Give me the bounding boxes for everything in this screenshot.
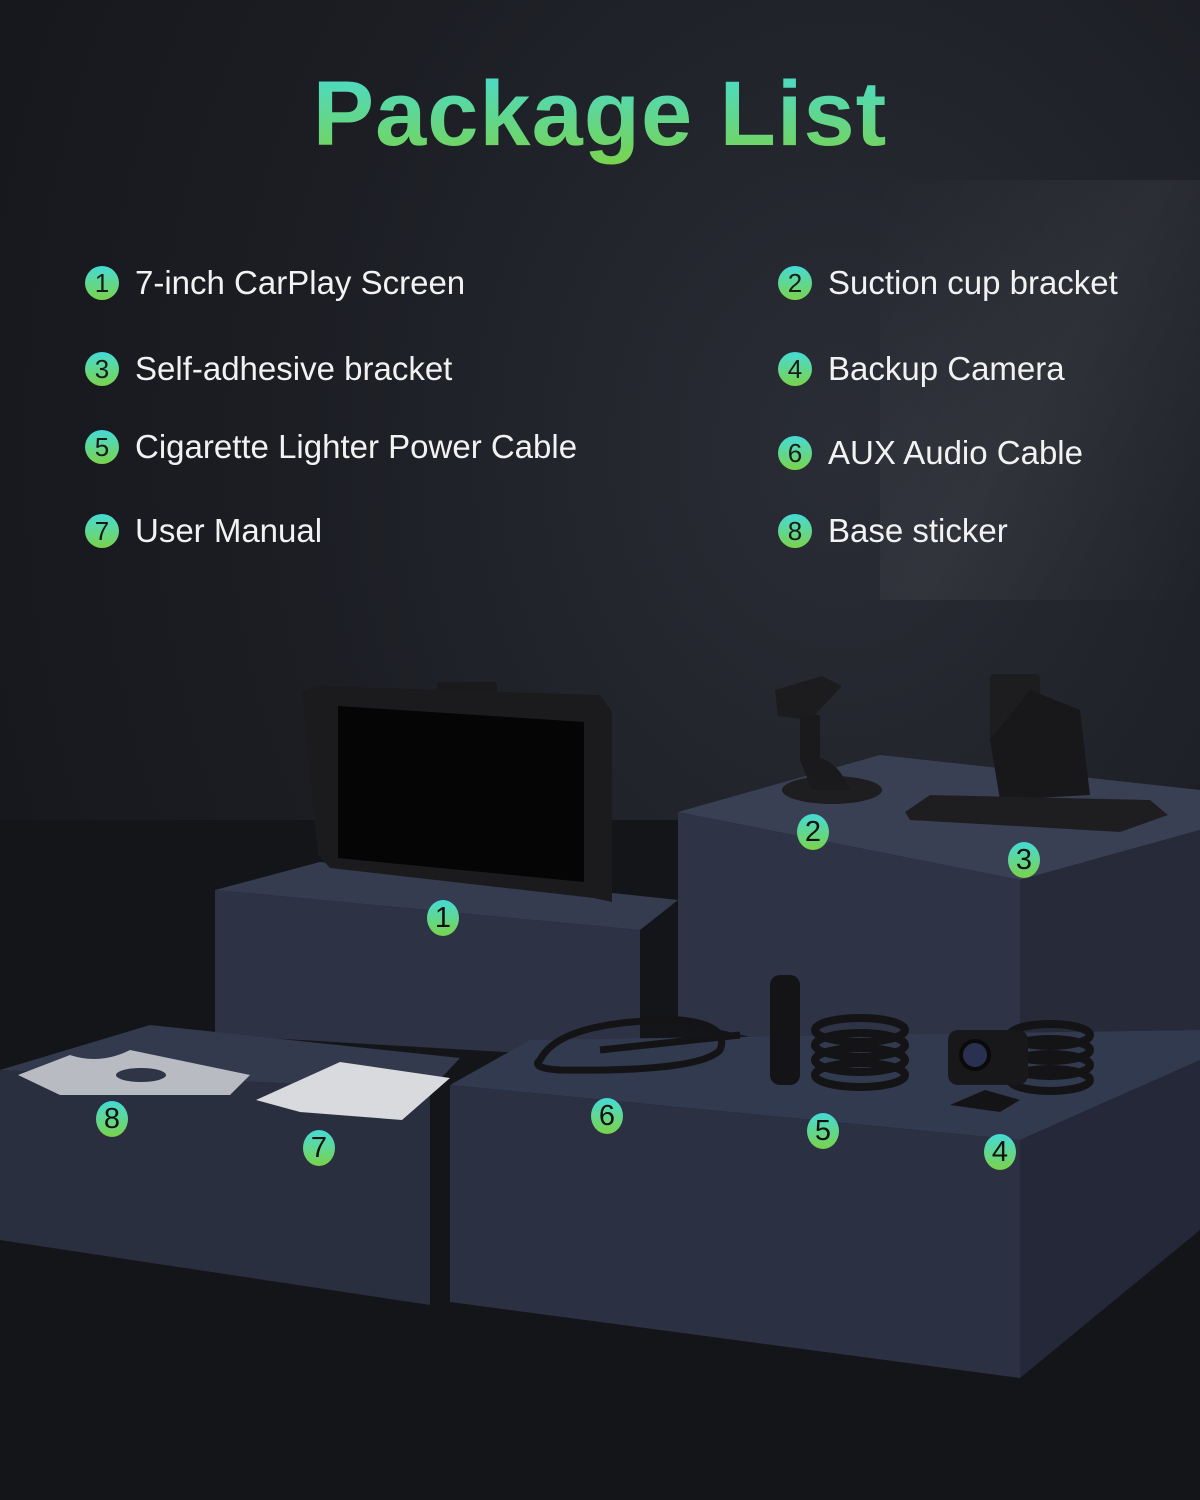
number-badge: 3 — [85, 352, 119, 386]
callout-7: 7 — [303, 1130, 335, 1166]
carplay-screen — [302, 682, 612, 902]
item-label: User Manual — [135, 512, 323, 549]
item-label: Cigarette Lighter Power Cable — [135, 428, 578, 465]
number-badge: 8 — [778, 514, 812, 548]
number-badge: 4 — [778, 352, 812, 386]
list-item: 1 7-inch CarPlay Screen — [85, 264, 465, 302]
number-badge: 5 — [85, 430, 119, 464]
pedestal-front-right — [450, 1030, 1200, 1378]
aux-audio-cable — [534, 1016, 741, 1074]
pedestal-middle — [215, 862, 678, 1060]
item-label: Suction cup bracket — [828, 264, 1118, 301]
suction-cup-bracket — [775, 676, 882, 804]
number-badge: 2 — [778, 266, 812, 300]
power-cable — [770, 975, 909, 1091]
number-badge: 7 — [85, 514, 119, 548]
sticker-hole — [116, 1068, 166, 1082]
item-label: AUX Audio Cable — [828, 434, 1083, 471]
callout-6: 6 — [591, 1098, 623, 1134]
item-label: 7-inch CarPlay Screen — [135, 264, 466, 301]
callout-1: 1 — [427, 900, 459, 936]
list-item: 7 User Manual — [85, 512, 322, 550]
number-badge: 1 — [85, 266, 119, 300]
backup-camera — [948, 1020, 1094, 1112]
list-item: 8 Base sticker — [778, 512, 1008, 550]
callout-8: 8 — [96, 1101, 128, 1137]
list-item: 4 Backup Camera — [778, 350, 1065, 388]
callout-2: 2 — [797, 814, 829, 850]
self-adhesive-bracket — [905, 674, 1168, 832]
callout-4: 4 — [984, 1134, 1016, 1170]
page-title: Package List — [0, 62, 1200, 167]
window-light — [880, 180, 1200, 600]
list-item: 3 Self-adhesive bracket — [85, 350, 452, 388]
list-item: 2 Suction cup bracket — [778, 264, 1118, 302]
list-item: 5 Cigarette Lighter Power Cable — [85, 428, 577, 466]
list-item: 6 AUX Audio Cable — [778, 434, 1083, 472]
number-badge: 6 — [778, 436, 812, 470]
item-label: Base sticker — [828, 512, 1008, 549]
callout-3: 3 — [1008, 842, 1040, 878]
callout-5: 5 — [807, 1113, 839, 1149]
user-manual — [256, 1062, 450, 1120]
item-label: Backup Camera — [828, 350, 1065, 387]
item-label: Self-adhesive bracket — [135, 350, 453, 387]
